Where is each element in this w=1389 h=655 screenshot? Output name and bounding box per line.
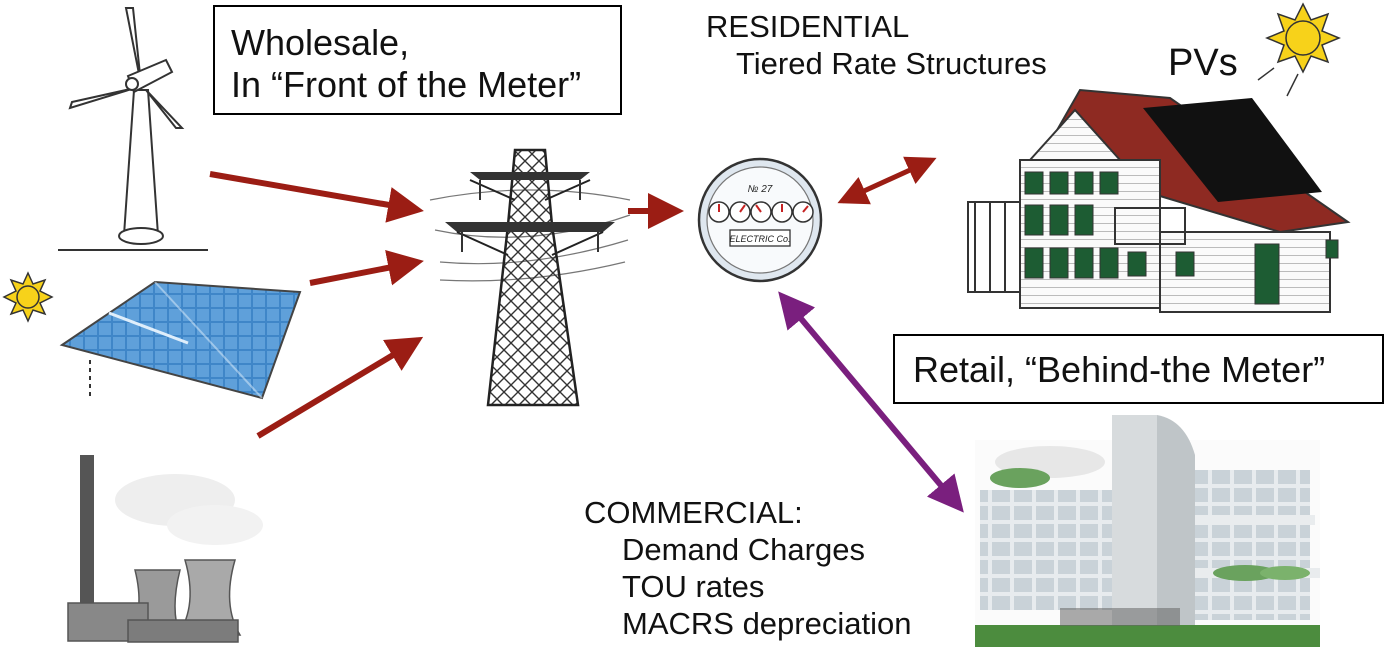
pv-label: PVs [1168, 42, 1238, 84]
meter-house-arrow [837, 156, 937, 205]
meter-brand: ELECTRIC Co. [729, 234, 790, 244]
wind-turbine-icon [58, 7, 208, 251]
retail-label-box: Retail, “Behind-the Meter” [893, 334, 1384, 404]
sun-icon [1257, 2, 1341, 97]
wholesale-line-1: Wholesale, [231, 22, 410, 63]
house-icon [967, 88, 1351, 313]
meter-commercial-arrow [778, 291, 964, 513]
wind-to-grid-arrow [209, 171, 424, 223]
residential-item: Tiered Rate Structures [736, 46, 1047, 81]
commercial-building-icon [975, 415, 1320, 647]
transmission-tower-icon [429, 148, 631, 407]
retail-label-text: Retail, “Behind-the Meter” [913, 349, 1326, 390]
electric-meter-icon: ELECTRIC Co. № 27 [697, 157, 823, 283]
commercial-item: TOU rates [622, 569, 765, 604]
commercial-label: COMMERCIAL: Demand Charges TOU rates MAC… [584, 494, 911, 642]
wholesale-line-2: In “Front of the Meter” [231, 64, 582, 105]
commercial-item: MACRS depreciation [622, 606, 912, 641]
commercial-item: Demand Charges [622, 532, 865, 567]
solar-panel-icon [59, 280, 302, 400]
sun-icon [2, 271, 54, 323]
power-plant-icon [67, 455, 263, 643]
residential-label: RESIDENTIAL Tiered Rate Structures [706, 8, 1047, 82]
plant-to-grid-arrow [256, 336, 424, 439]
meter-number: № 27 [748, 184, 773, 195]
wholesale-label-box: Wholesale, In “Front of the Meter” [213, 5, 622, 115]
solar-to-grid-arrow [309, 250, 424, 286]
residential-heading: RESIDENTIAL [706, 9, 910, 44]
commercial-heading: COMMERCIAL: [584, 495, 803, 530]
